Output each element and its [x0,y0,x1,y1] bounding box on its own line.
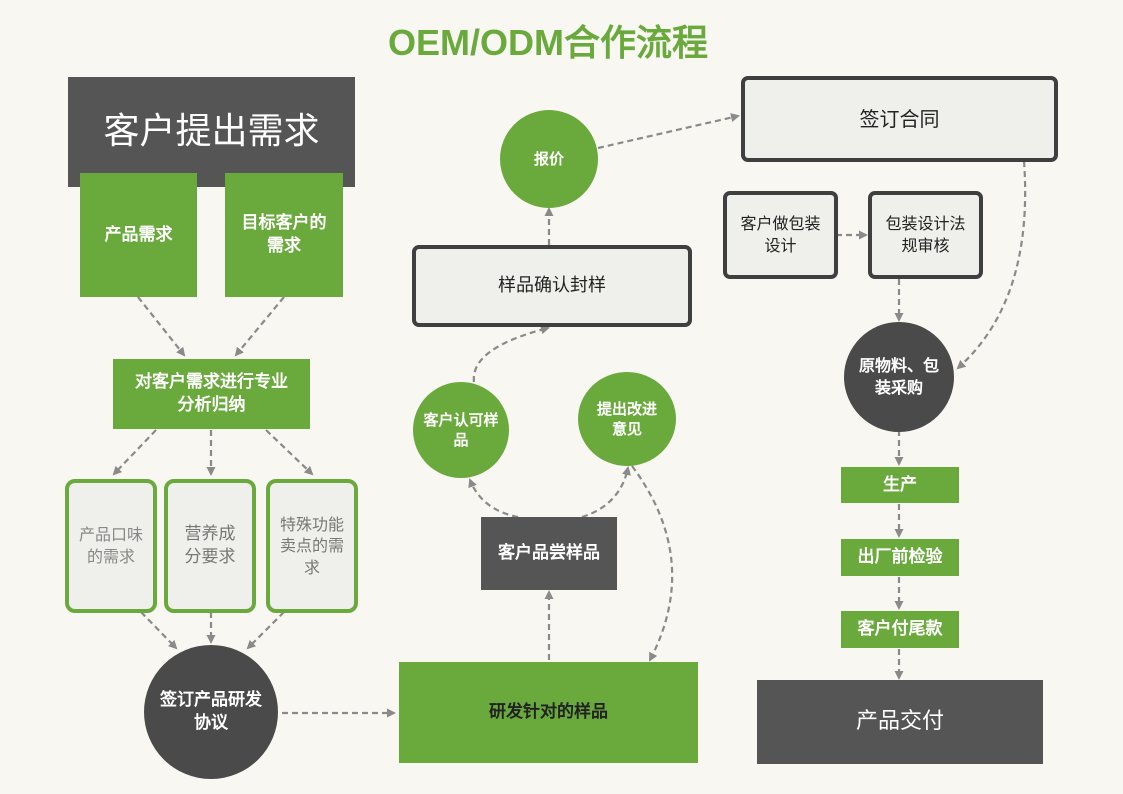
arrow-product-need-to-analysis [137,296,186,357]
node-customer-packaging: 客户做包装设计 [723,191,838,279]
node-procurement: 原物料、包装采购 [844,322,954,432]
node-target-customer-need: 目标客户的需求 [225,173,343,297]
node-sign-contract: 签订合同 [741,76,1058,162]
page-title: OEM/ODM合作流程 [388,22,708,63]
arrow-analysis-to-special [265,429,314,476]
node-taste-need: 产品口味的需求 [65,479,157,613]
node-sign-rd-agreement: 签订产品研发协议 [144,645,278,779]
arrow-approve-to-seal [472,325,550,383]
node-suggest-improve: 提出改进意见 [578,372,676,466]
node-quote: 报价 [500,110,598,208]
node-special-function: 特殊功能卖点的需求 [266,479,358,613]
node-product-need: 产品需求 [80,173,197,297]
node-rd-sample: 研发针对的样品 [399,662,698,763]
arrow-improve-to-rd [631,465,674,662]
node-delivery: 产品交付 [757,680,1043,764]
node-customer-request: 客户提出需求 [68,77,355,187]
node-sample-seal: 样品确认封样 [412,245,692,327]
node-analysis: 对客户需求进行专业分析归纳 [113,359,310,429]
arrow-taste-sample-to-improve [581,466,631,519]
arrow-taste-sample-to-approve [468,478,519,519]
node-production: 生产 [841,467,959,503]
node-inspection: 出厂前检验 [841,539,959,576]
node-customer-approve: 客户认可样品 [413,382,509,478]
arrow-target-need-to-analysis [234,296,285,357]
node-final-payment: 客户付尾款 [841,611,959,648]
node-packaging-review: 包装设计法规审核 [868,191,983,279]
arrow-special-to-agreement [246,611,285,650]
arrow-quote-to-contract [597,113,740,150]
arrow-analysis-to-taste [112,429,157,476]
node-nutrition-need: 营养成分要求 [164,479,256,613]
arrow-taste-to-agreement [140,611,178,650]
arrow-contract-to-procurement [956,160,1027,370]
node-customer-taste-sample: 客户品尝样品 [481,517,617,590]
